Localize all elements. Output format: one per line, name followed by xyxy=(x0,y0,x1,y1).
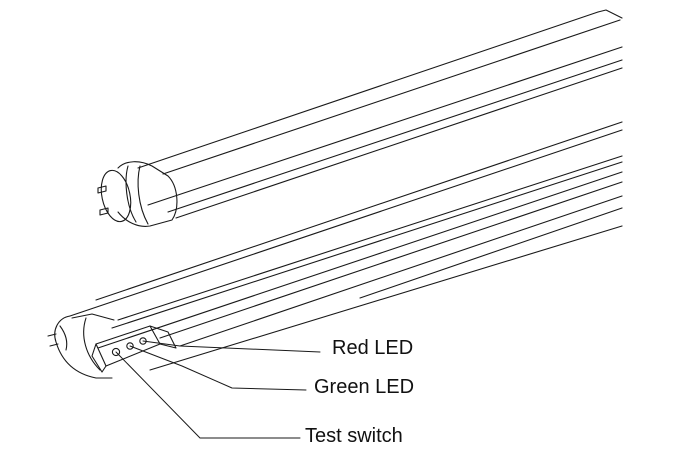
test-switch-button[interactable] xyxy=(111,347,121,357)
test-switch-leader xyxy=(115,351,301,439)
red-led-leader xyxy=(142,340,321,353)
leader-lines xyxy=(115,340,321,439)
indicator-panel xyxy=(91,325,177,373)
green-led-leader xyxy=(129,345,307,391)
upper-end-cap xyxy=(117,161,178,227)
upper-cap-face xyxy=(100,169,132,223)
lower-end-cap xyxy=(54,315,113,379)
upper-tube-bottom-edge xyxy=(175,67,623,219)
green-led-indicator xyxy=(126,342,134,350)
lower-tube-top-edge xyxy=(69,129,623,317)
red-led-label: Red LED xyxy=(332,337,414,359)
green-led-label: Green LED xyxy=(314,376,415,398)
test-switch-label: Test switch xyxy=(305,425,403,447)
lower-cap-pin xyxy=(47,333,57,337)
upper-tube-top-edge xyxy=(137,11,599,169)
upper-cap-pins xyxy=(97,185,109,216)
lower-tube-bottom-edge xyxy=(149,225,623,371)
lower-tube xyxy=(47,121,623,379)
upper-tube xyxy=(97,9,623,227)
